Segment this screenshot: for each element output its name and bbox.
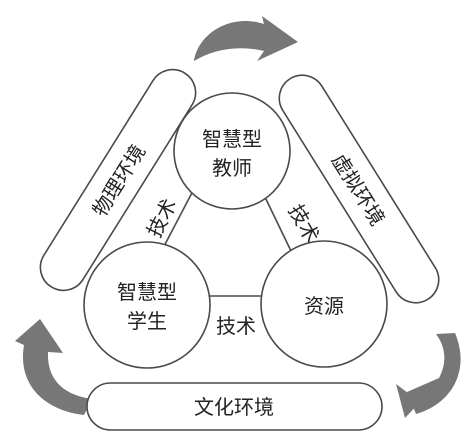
teacher-resource-link [263, 194, 292, 252]
resource-node-label: 资源 [304, 294, 344, 318]
teacher-student-link [160, 186, 196, 253]
resource-node: 资源 [260, 240, 388, 368]
teacher-node-line1: 智慧型 [202, 127, 262, 151]
student-node: 智慧型 学生 [83, 241, 211, 369]
teacher-student-link-label: 技术 [142, 195, 182, 242]
student-node-line2: 学生 [127, 309, 167, 333]
cultural-environment: 文化环境 [86, 382, 383, 431]
teacher-node-line2: 教师 [212, 156, 252, 180]
right-arrow-icon [396, 333, 461, 418]
connection-lines [160, 186, 292, 297]
student-resource-link-label: 技术 [216, 314, 256, 338]
top-arrow-icon [194, 16, 298, 61]
teacher-resource-link-label: 技术 [284, 200, 325, 247]
student-node-line1: 智慧型 [117, 280, 177, 304]
cultural-environment-label: 文化环境 [194, 395, 274, 419]
teacher-node: 智慧型 教师 [173, 92, 291, 210]
left-arrow-icon [15, 319, 92, 415]
